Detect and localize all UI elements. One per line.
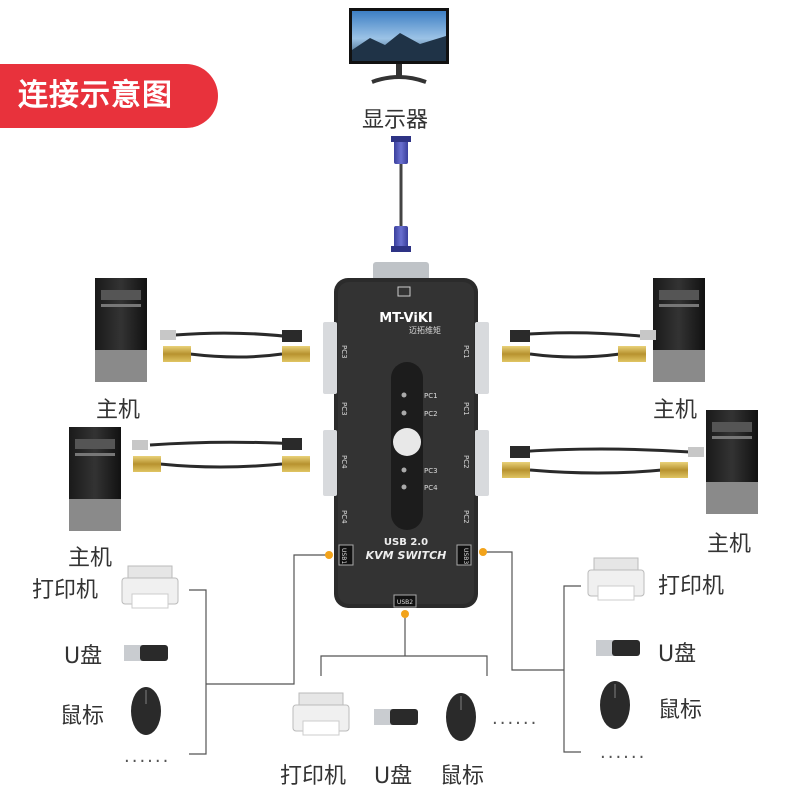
kvm-cable-mid-left bbox=[132, 438, 310, 472]
port-label-right-4: PC2 bbox=[462, 510, 470, 524]
right-device-label-usb: U盘 bbox=[658, 642, 697, 667]
right-device-label-printer: 打印机 bbox=[658, 574, 725, 599]
kvm-brand: MT-ViKI bbox=[379, 311, 433, 326]
diagram-title: 连接示意图 bbox=[0, 64, 218, 128]
vga-cable-monitor bbox=[391, 136, 411, 252]
port-label-right-2: PC1 bbox=[462, 402, 470, 416]
host-label-mid-right: 主机 bbox=[707, 532, 752, 557]
port-label-right-3: PC2 bbox=[462, 455, 470, 469]
kvm-switch bbox=[323, 262, 489, 608]
usb-label-bottom: USB2 bbox=[397, 599, 413, 606]
led-label-pc4: PC4 bbox=[424, 484, 438, 492]
usb-drive-icon-left bbox=[124, 645, 168, 661]
port-label-right-1: PC1 bbox=[462, 345, 470, 359]
bottom-device-label-printer: 打印机 bbox=[280, 764, 347, 789]
left-device-more: ...... bbox=[124, 746, 171, 767]
led-label-pc3: PC3 bbox=[424, 467, 438, 475]
right-device-label-mouse: 鼠标 bbox=[658, 698, 703, 723]
usb-label-right: USB3 bbox=[462, 548, 469, 564]
bottom-device-label-usb: U盘 bbox=[374, 764, 413, 789]
led-label-pc2: PC2 bbox=[424, 410, 438, 418]
mouse-icon-bottom bbox=[446, 693, 476, 741]
mouse-icon-left bbox=[131, 687, 161, 735]
host-label-mid-left: 主机 bbox=[68, 546, 113, 571]
port-label-left-2: PC3 bbox=[340, 402, 348, 416]
printer-icon-bottom bbox=[292, 692, 350, 736]
port-label-left-1: PC3 bbox=[340, 345, 348, 359]
bottom-device-more: ...... bbox=[492, 708, 539, 729]
usb-drive-icon-right bbox=[596, 640, 640, 656]
monitor-icon bbox=[349, 8, 449, 84]
port-label-left-4: PC4 bbox=[340, 510, 348, 524]
right-device-more: ...... bbox=[600, 742, 647, 763]
led-label-pc1: PC1 bbox=[424, 392, 438, 400]
left-device-label-mouse: 鼠标 bbox=[60, 704, 105, 729]
host-pc-icon-top-right bbox=[653, 278, 705, 382]
kvm-cable-top-left bbox=[160, 330, 310, 362]
left-device-label-printer: 打印机 bbox=[32, 578, 99, 603]
port-label-left-3: PC4 bbox=[340, 455, 348, 469]
bottom-device-label-mouse: 鼠标 bbox=[440, 764, 485, 789]
kvm-cable-mid-right bbox=[502, 446, 704, 478]
printer-icon-right bbox=[587, 557, 645, 601]
usb-drive-icon-bottom bbox=[374, 709, 418, 725]
host-pc-icon-mid-left bbox=[69, 427, 121, 531]
host-pc-icon-top-left bbox=[95, 278, 147, 382]
usb-label-left: USB1 bbox=[340, 548, 347, 564]
usb-connection-lines bbox=[189, 551, 581, 755]
monitor-label: 显示器 bbox=[362, 108, 429, 133]
mouse-icon-right bbox=[600, 681, 630, 729]
host-pc-icon-mid-right bbox=[706, 410, 758, 514]
printer-icon-left bbox=[121, 565, 179, 609]
left-device-label-usb: U盘 bbox=[64, 644, 103, 669]
kvm-model-line2: KVM SWITCH bbox=[366, 549, 447, 562]
kvm-brand-cn: 迈拓维矩 bbox=[409, 325, 441, 335]
host-label-top-right: 主机 bbox=[653, 398, 698, 423]
usb-port-dots bbox=[325, 548, 487, 618]
host-label-top-left: 主机 bbox=[96, 398, 141, 423]
kvm-model-line1: USB 2.0 bbox=[384, 537, 428, 548]
kvm-cable-top-right bbox=[502, 330, 656, 362]
